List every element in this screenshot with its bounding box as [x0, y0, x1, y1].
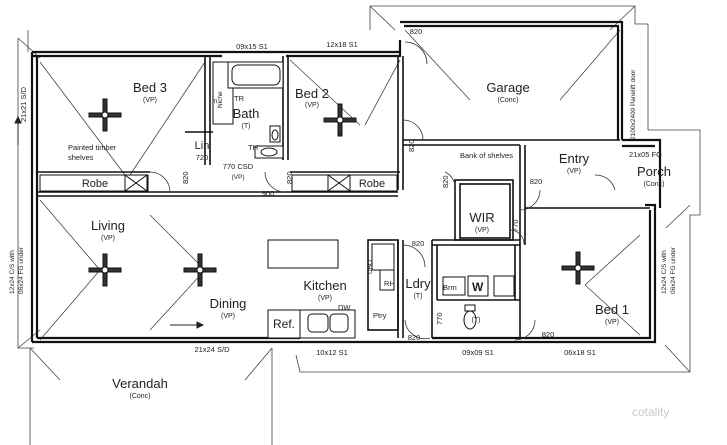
- exterior-walls: [30, 20, 662, 344]
- wir-name: WIR: [469, 210, 494, 225]
- kitchen-name: Kitchen: [303, 278, 346, 293]
- bed2-name: Bed 2: [295, 86, 329, 101]
- door-garage-inner: 820: [407, 139, 416, 152]
- win-bed2: 12x18 S1: [326, 40, 358, 49]
- w-label: W: [472, 280, 484, 294]
- door-bed2: 820: [285, 171, 294, 184]
- bed2-finish: (VP): [305, 102, 319, 109]
- room-labels: Bed 3 (VP) Bed 2 (VP) Bath (T) Garage (C…: [91, 80, 671, 400]
- th-label: TH: [248, 143, 258, 152]
- dining-name: Dining: [210, 296, 247, 311]
- bath-name: Bath: [233, 106, 260, 121]
- door-entry: 820: [530, 177, 543, 186]
- win-kitchen: 10x12 S1: [316, 348, 348, 357]
- tr-label: TR: [234, 94, 245, 103]
- verandah-name: Verandah: [112, 376, 168, 391]
- dw-label: DW: [338, 303, 351, 312]
- kitchen-finish: (VP): [318, 295, 332, 302]
- ldry-finish: (T): [414, 293, 423, 300]
- interior-walls: [37, 56, 650, 338]
- wir-finish: (VP): [475, 227, 489, 234]
- door-lin: 720: [196, 153, 209, 162]
- win-sd-bottom: 21x24 S/D: [194, 345, 230, 354]
- rh-label: RH: [384, 279, 395, 288]
- brm-label: Brm: [443, 283, 457, 292]
- robe-right-label: Robe: [359, 178, 385, 190]
- dining-finish: (VP): [221, 313, 235, 320]
- cs-left-1: 12x24 C/S with: [9, 250, 16, 294]
- ubo-label: UBO: [367, 260, 374, 274]
- bath-finish: (T): [242, 123, 251, 130]
- robes: [39, 174, 398, 192]
- kitchen-fixtures: [267, 239, 515, 339]
- win-ldry: 09x09 S1: [462, 348, 494, 357]
- bed3-name: Bed 3: [133, 80, 167, 95]
- robe-left-label: Robe: [82, 178, 108, 190]
- door-bed3: 820: [181, 171, 190, 184]
- direction-arrows: [14, 115, 205, 329]
- ens-finish: (T): [472, 317, 481, 324]
- csd-label: 770 CSD: [223, 162, 254, 171]
- bed1-finish: (VP): [605, 319, 619, 326]
- cs-right-2: 06x24 FG under: [670, 246, 677, 294]
- porch-name: Porch: [637, 164, 671, 179]
- fixture-labels: Robe Robe Niche TR m TH Ref. DW Ptry UBO…: [68, 91, 513, 331]
- door-wir-770: 770: [511, 219, 520, 232]
- cs-right-1: 12x24 C/S with: [661, 250, 668, 294]
- bed1-name: Bed 1: [595, 302, 629, 317]
- door-hall-900: 900: [262, 189, 275, 198]
- ceiling-fans: [88, 98, 595, 287]
- door-swings: [149, 41, 616, 341]
- door-ldry: 820: [412, 239, 425, 248]
- door-ens-770: 770: [435, 312, 444, 325]
- entry-name: Entry: [559, 151, 590, 166]
- ptry-label: Ptry: [373, 311, 387, 320]
- win-bed1: 06x18 S1: [564, 348, 596, 357]
- m-label: m: [212, 98, 217, 105]
- roof-outline: [17, 5, 701, 445]
- win-bath: 09x15 S1: [236, 42, 268, 51]
- living-finish: (VP): [101, 235, 115, 242]
- painted-shelves-2: shelves: [68, 153, 94, 162]
- lin-name: Lin: [195, 140, 210, 152]
- bank-of-shelves: Bank of shelves: [460, 151, 513, 160]
- panelift-door: 2100x2400 Panelift door: [630, 69, 637, 140]
- door-bed1: 820: [542, 330, 555, 339]
- painted-shelves-1: Painted timber: [68, 143, 117, 152]
- dimension-labels: 09x15 S1 12x18 S1 21x21 S/D 21x24 S/D 10…: [9, 27, 677, 357]
- door-ens: 820: [408, 333, 421, 342]
- door-garage: 820: [410, 27, 423, 36]
- living-name: Living: [91, 218, 125, 233]
- door-wir: 820: [441, 175, 450, 188]
- porch-finish: (Conc): [643, 181, 664, 188]
- bath-fixtures: [212, 61, 284, 159]
- ref-label: Ref.: [273, 317, 295, 331]
- csd-finish: (VP): [232, 174, 245, 181]
- garage-name: Garage: [486, 80, 529, 95]
- cs-left-2: 06x24 FG under: [18, 246, 25, 294]
- verandah-finish: (Conc): [129, 393, 150, 400]
- ldry-name: Ldry: [405, 276, 431, 291]
- entry-finish: (VP): [567, 168, 581, 175]
- garage-finish: (Conc): [497, 97, 518, 104]
- win-bed3-side: 21x21 S/D: [19, 86, 28, 122]
- fg-porch: 21x05 FG: [629, 150, 662, 159]
- niche-label: Niche: [217, 91, 224, 108]
- watermark: cotality: [632, 405, 669, 419]
- bed3-finish: (VP): [143, 97, 157, 104]
